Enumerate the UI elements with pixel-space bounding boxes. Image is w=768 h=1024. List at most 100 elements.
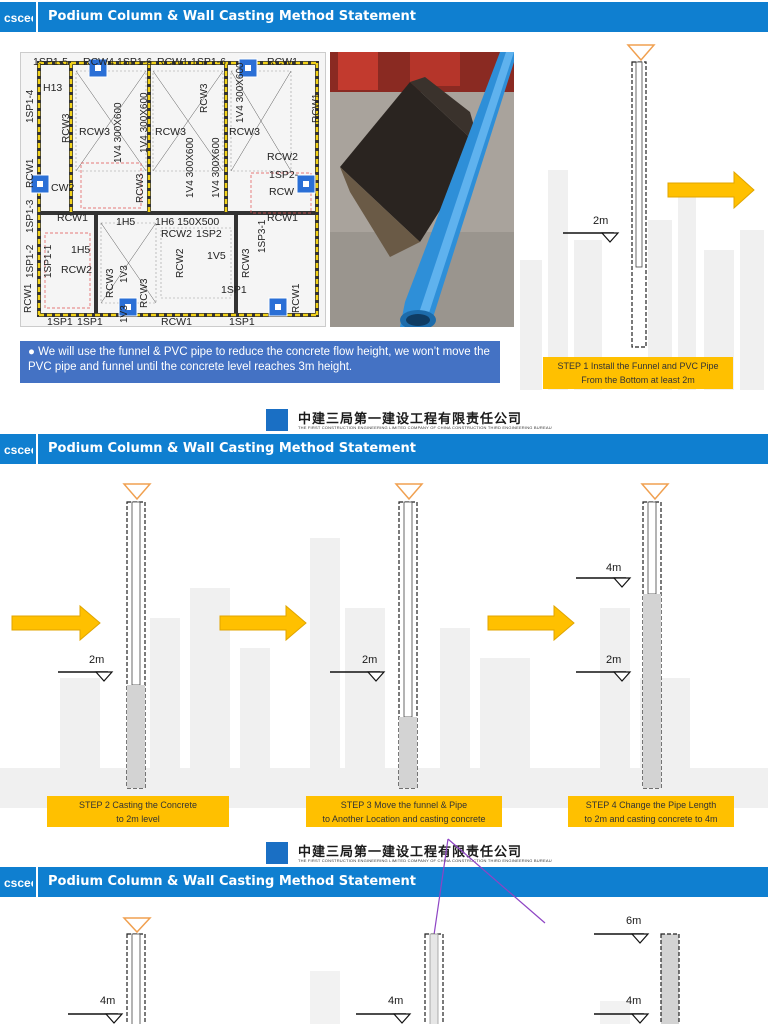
funnel-icon: [640, 483, 670, 501]
company-logo: cscec: [0, 867, 38, 897]
pvc-pipe: [635, 61, 643, 268]
company-header: 中建三局第一建设工程有限责任公司 THE FIRST CONSTRUCTION …: [0, 835, 768, 867]
plan-label: RCW1: [25, 158, 36, 188]
plan-label: 1H5: [116, 216, 135, 228]
pvc-pipe: [429, 933, 439, 1024]
plan-label: 1V3: [119, 265, 130, 283]
plan-label: 1V4 300X600: [211, 137, 222, 198]
slide-2: 中建三局第一建设工程有限责任公司 THE FIRST CONSTRUCTION …: [0, 398, 768, 831]
company-logo: cscec: [0, 2, 38, 32]
plan-label: RCW1: [291, 283, 302, 313]
plan-label: RCW3: [61, 113, 72, 143]
plan-label: RCW3: [229, 126, 260, 138]
level-label: 2m: [593, 215, 609, 227]
plan-label: RCW1: [57, 212, 88, 224]
funnel-icon: [122, 483, 152, 501]
step4-caption: STEP 4 Change the Pipe Length to 2m and …: [568, 796, 734, 827]
plan-label: RCW2: [61, 264, 92, 276]
step2-caption: STEP 2 Casting the Concrete to 2m level: [47, 796, 229, 827]
next-arrow-icon: [11, 604, 101, 642]
plan-label: 1SP1: [47, 316, 73, 327]
funnel-pipe-photo: [330, 52, 514, 327]
next-arrow-icon: [667, 170, 755, 210]
plan-label: 1SP1-2: [25, 244, 36, 278]
company-name-en: THE FIRST CONSTRUCTION ENGINEERING LIMIT…: [298, 425, 552, 430]
svg-text:cscec: cscec: [4, 443, 33, 457]
plan-label: 1V4 300X600: [235, 62, 246, 123]
plan-label: RCW1: [157, 56, 188, 68]
plan-label: 1SP3-1: [257, 219, 268, 253]
company-header: 中建三局第一建设工程有限责任公司 THE FIRST CONSTRUCTION …: [0, 402, 768, 434]
title-bar: cscec Podium Column & Wall Casting Metho…: [0, 434, 768, 464]
company-name-cn: 中建三局第一建设工程有限责任公司: [298, 845, 523, 860]
plan-label: 1SP1-3: [25, 199, 36, 233]
concrete-fill: [643, 594, 661, 788]
plan-label: RCW3: [241, 248, 252, 278]
slide-title: Podium Column & Wall Casting Method Stat…: [48, 441, 417, 456]
plan-label: RCW2: [267, 151, 298, 163]
plan-label: RCW1: [23, 283, 34, 313]
plan-label: 1H5: [71, 244, 90, 256]
concrete-fill: [660, 933, 680, 1024]
slide-title: Podium Column & Wall Casting Method Stat…: [48, 874, 417, 889]
svg-text:cscec: cscec: [4, 11, 33, 25]
plan-label: 1SP1: [221, 284, 247, 296]
company-name-en: THE FIRST CONSTRUCTION ENGINEERING LIMIT…: [298, 858, 552, 863]
company-name-cn: 中建三局第一建设工程有限责任公司: [298, 412, 523, 427]
steps-diagram: [68, 838, 680, 1024]
pvc-pipe: [647, 501, 657, 595]
plan-label: 1SP1-1: [43, 244, 54, 278]
title-bar: cscec Podium Column & Wall Casting Metho…: [0, 2, 768, 32]
plan-label: RCW1: [267, 212, 298, 224]
step3-caption: STEP 3 Move the funnel & Pipe to Another…: [306, 796, 502, 827]
plan-label: RCW: [269, 186, 294, 198]
pvc-pipe: [131, 933, 141, 1024]
level-label: 6m: [626, 915, 642, 927]
plan-label: RCW3: [105, 268, 116, 298]
plan-label: RCW1: [161, 316, 192, 327]
method-note: ● We will use the funnel & PVC pipe to r…: [20, 341, 500, 383]
level-label: 2m: [89, 654, 105, 666]
plan-label: 1SP1-5: [33, 56, 68, 68]
plan-label: 1V3: [119, 305, 130, 323]
plan-label: 1V4 300X600: [185, 137, 196, 198]
level-label: 4m: [606, 562, 622, 574]
plan-label: 1H6 150X500: [155, 216, 219, 228]
step1-caption: STEP 1 Install the Funnel and PVC Pipe F…: [543, 357, 733, 389]
level-label: 2m: [362, 654, 378, 666]
plan-label: 1SP1-4: [25, 89, 36, 123]
plan-label: 1V4 300X600: [113, 102, 124, 163]
plan-label: H13: [43, 82, 62, 94]
plan-label: RCW3: [155, 126, 186, 138]
annotation-line: [447, 838, 546, 924]
plan-label: RCW2: [161, 228, 192, 240]
level-label: 4m: [100, 995, 116, 1007]
plan-label: 1SP1: [229, 316, 255, 327]
plan-label: 1SP2: [196, 228, 222, 240]
company-logo: cscec: [0, 434, 38, 464]
level-label: 4m: [388, 995, 404, 1007]
plan-label: 1V5: [207, 250, 226, 262]
plan-label: 1V4 300X600: [139, 92, 150, 153]
plan-label: 1SP2-: [269, 169, 299, 181]
plan-label: 1SP1-6: [117, 56, 152, 68]
plan-label: 1SP1-6: [191, 56, 226, 68]
step1-diagram: [563, 44, 755, 348]
plan-label: RCW3: [139, 278, 150, 308]
steps-diagram: [11, 483, 670, 789]
concrete-fill: [127, 685, 145, 788]
next-arrow-icon: [487, 604, 575, 642]
level-label: 4m: [626, 995, 642, 1007]
company-mark-icon: [266, 409, 288, 431]
funnel-icon: [626, 44, 656, 62]
plan-label: RCW1: [267, 56, 298, 68]
floor-plan-drawing: 1SP1-5 RCW4 1SP1-6 RCW1 1SP1-6 RCW1 H13 …: [20, 52, 326, 327]
company-mark-icon: [266, 842, 288, 864]
plan-label: RCW2: [175, 248, 186, 278]
plan-label: RCW3: [199, 83, 210, 113]
plan-label: CW2: [51, 182, 74, 194]
funnel-icon: [394, 483, 424, 501]
plan-label: RCW4: [83, 56, 114, 68]
slide-1: cscec Podium Column & Wall Casting Metho…: [0, 0, 768, 398]
slide-title: Podium Column & Wall Casting Method Stat…: [48, 9, 417, 24]
